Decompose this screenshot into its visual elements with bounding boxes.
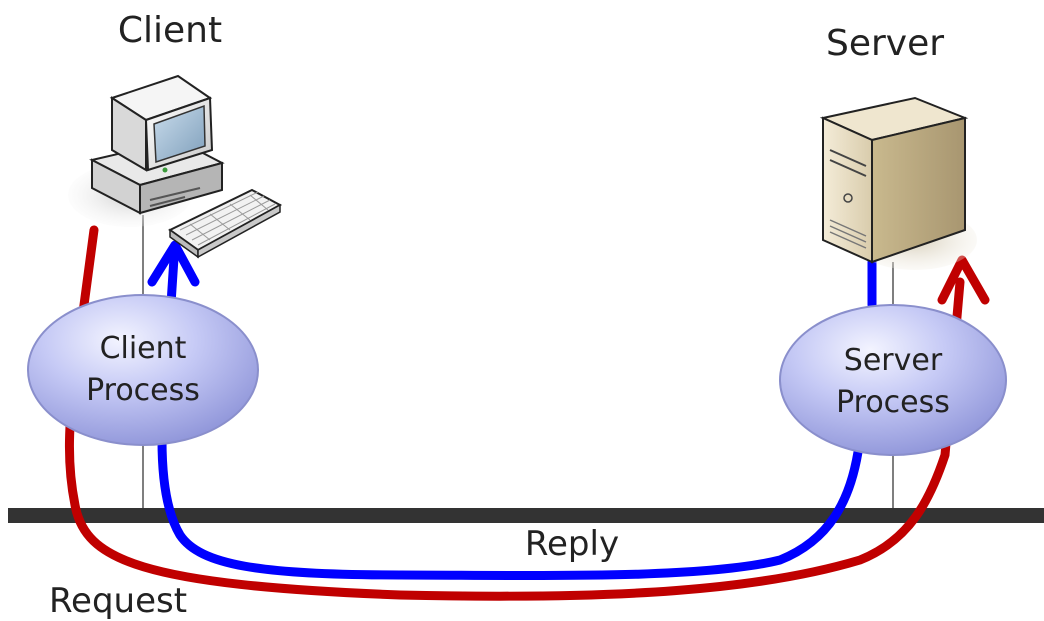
server-process-node: Server Process bbox=[779, 304, 1007, 456]
client-process-line2: Process bbox=[86, 373, 200, 408]
server-process-line1: Server bbox=[844, 343, 943, 378]
client-process-node: Client Process bbox=[27, 294, 259, 446]
network-bus bbox=[8, 508, 1044, 523]
request-label: Request bbox=[49, 581, 187, 621]
server-label: Server bbox=[826, 23, 944, 64]
server-process-line2: Process bbox=[836, 385, 950, 420]
reply-path bbox=[157, 253, 877, 581]
request-arrowhead bbox=[937, 255, 990, 305]
reply-arrowhead bbox=[147, 240, 200, 287]
client-label: Client bbox=[118, 10, 222, 51]
client-process-line1: Client bbox=[100, 331, 187, 366]
request-path bbox=[64, 225, 965, 601]
tower-server-icon bbox=[819, 96, 977, 270]
desktop-computer-icon bbox=[68, 74, 283, 259]
reply-label: Reply bbox=[525, 524, 619, 564]
